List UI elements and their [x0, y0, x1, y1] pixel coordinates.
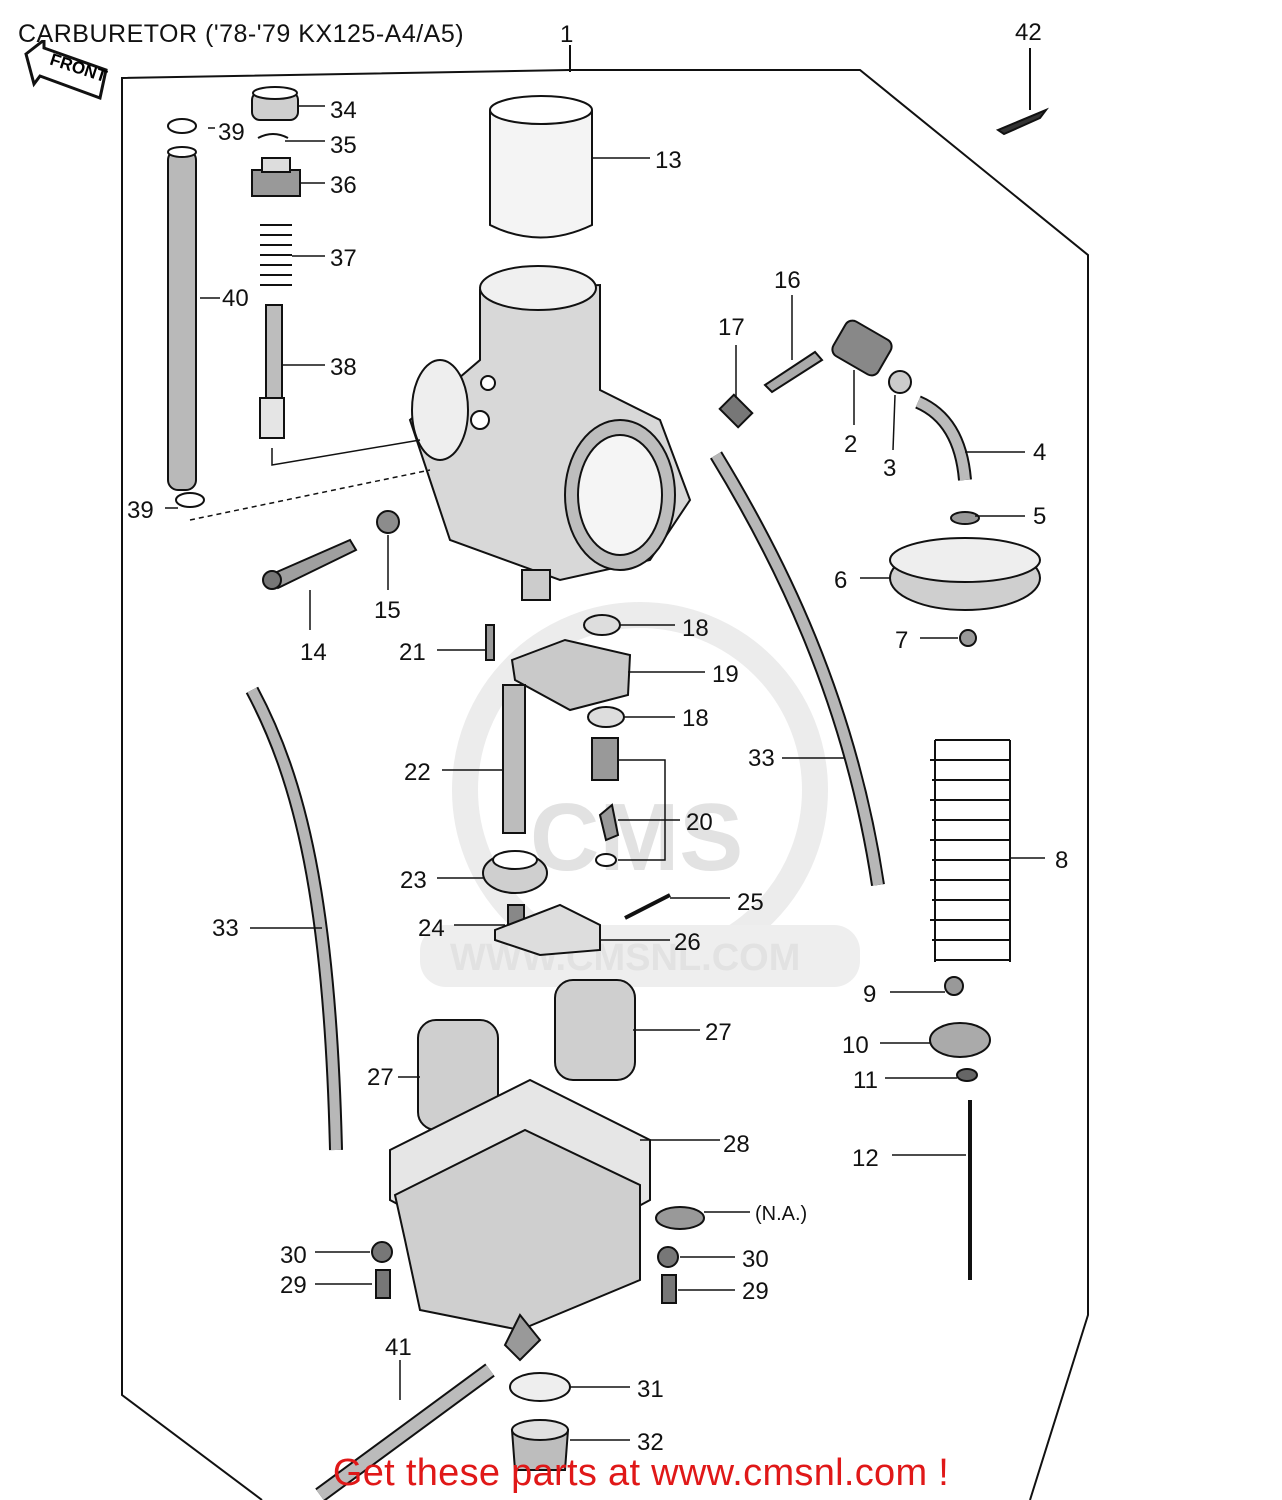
- callout-31: 31: [637, 1376, 664, 1403]
- overflow-tube: [167, 118, 205, 508]
- callout-14: 14: [300, 639, 327, 666]
- callout-34: 34: [330, 97, 357, 124]
- callout-33-left: 33: [212, 915, 239, 942]
- jet-parts: [482, 614, 671, 957]
- callout-33-right: 33: [748, 745, 775, 772]
- callout-15: 15: [374, 597, 401, 624]
- callout-4: 4: [1033, 439, 1046, 466]
- callout-7: 7: [895, 627, 908, 654]
- callout-3: 3: [883, 455, 896, 482]
- callout-28: 28: [723, 1131, 750, 1158]
- carburetor-body: [408, 265, 692, 601]
- float-bowl: [371, 979, 705, 1362]
- callout-27-right: 27: [705, 1019, 732, 1046]
- callout-29-right: 29: [742, 1278, 769, 1305]
- callout-27-left: 27: [367, 1064, 394, 1091]
- callout-6: 6: [834, 567, 847, 594]
- callout-1: 1: [560, 21, 573, 48]
- leader: [189, 469, 431, 521]
- watermark-brand: CMS: [530, 784, 743, 891]
- footer-link-text[interactable]: Get these parts at www.cmsnl.com !: [332, 1452, 950, 1494]
- front-arrow-icon: FRONT: [24, 40, 110, 101]
- callout-42: 42: [1015, 19, 1042, 46]
- callout-5: 5: [1033, 503, 1046, 530]
- callout-22: 22: [404, 759, 431, 786]
- clip-part: [995, 48, 1049, 136]
- needle-spring-parts: [929, 739, 1011, 1280]
- callout-26: 26: [674, 929, 701, 956]
- callout-39-top: 39: [218, 119, 245, 146]
- group-border: [121, 45, 1089, 1500]
- callout-36: 36: [330, 172, 357, 199]
- leader-lines: [165, 105, 1045, 1441]
- callout-41: 41: [385, 1334, 412, 1361]
- throttle-top-parts: [251, 86, 301, 439]
- callout-12: 12: [852, 1145, 879, 1172]
- leader: [271, 439, 421, 466]
- callout-17: 17: [718, 314, 745, 341]
- callout-11: 11: [853, 1067, 878, 1094]
- callout-20: 20: [686, 809, 713, 836]
- callout-labels: 1 42 34 39 35 36 37 40 38 39 13 16 17 2 …: [127, 19, 1068, 1456]
- callout-39-bottom: 39: [127, 497, 154, 524]
- air-screw-parts: [262, 510, 400, 590]
- callout-30-left: 30: [280, 1242, 307, 1269]
- callout-9: 9: [863, 981, 876, 1008]
- callout-13: 13: [655, 147, 682, 174]
- callout-37: 37: [330, 245, 357, 272]
- watermark: CMS WWW.CMSNL.COM: [420, 602, 860, 987]
- callout-32: 32: [637, 1429, 664, 1456]
- callout-38: 38: [330, 354, 357, 381]
- callout-25: 25: [737, 889, 764, 916]
- drain-parts: [315, 1363, 571, 1500]
- callout-19: 19: [712, 661, 739, 688]
- callout-8: 8: [1055, 847, 1068, 874]
- callout-40: 40: [222, 285, 249, 312]
- callout-16: 16: [774, 267, 801, 294]
- callout-35: 35: [330, 132, 357, 159]
- throttle-valve: [489, 95, 593, 239]
- diagram-title: CARBURETOR ('78-'79 KX125-A4/A5): [18, 20, 465, 48]
- callout-21: 21: [399, 639, 426, 666]
- callout-30-right: 30: [742, 1246, 769, 1273]
- callout-29-left: 29: [280, 1272, 307, 1299]
- callout-18-top: 18: [682, 615, 709, 642]
- choke-parts: [718, 319, 1041, 647]
- callout-18-bottom: 18: [682, 705, 709, 732]
- callout-24: 24: [418, 915, 445, 942]
- callout-10: 10: [842, 1032, 869, 1059]
- callout-23: 23: [400, 867, 427, 894]
- callout-na: (N.A.): [755, 1203, 807, 1225]
- callout-2: 2: [844, 431, 857, 458]
